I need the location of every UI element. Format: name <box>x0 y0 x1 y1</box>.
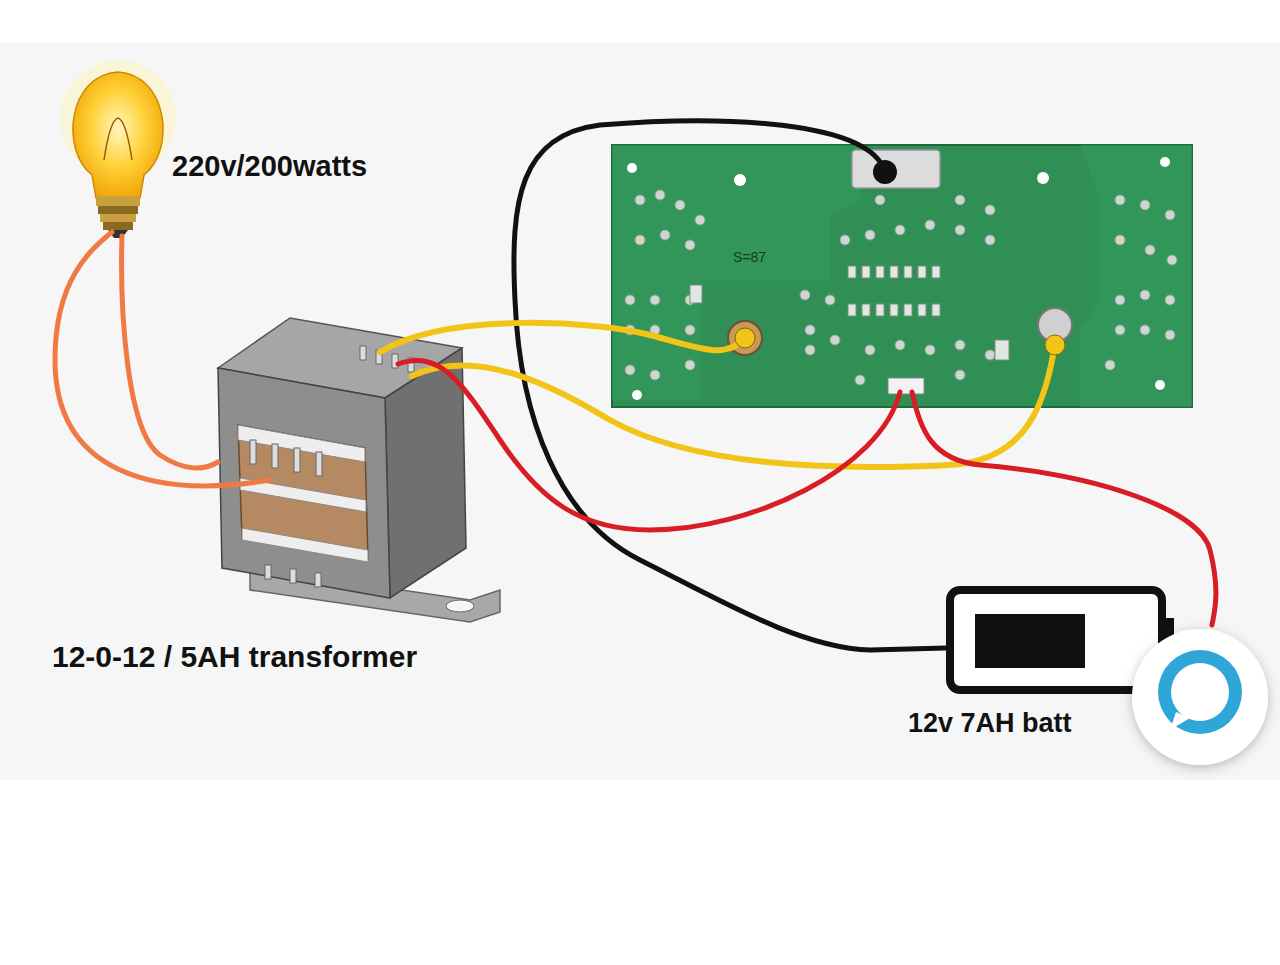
pcb-board <box>612 145 1192 407</box>
assistant-icon <box>1132 629 1268 765</box>
wires <box>55 121 1216 650</box>
pcb-marking: S=87 <box>733 249 766 265</box>
bulb-symbol <box>60 60 176 238</box>
transformer-label: 12-0-12 / 5AH transformer <box>52 640 417 675</box>
background-panel <box>0 42 1280 780</box>
lamp-rating: 220v/200watts <box>172 150 367 183</box>
battery-label: 12v 7AH batt <box>908 708 1072 739</box>
